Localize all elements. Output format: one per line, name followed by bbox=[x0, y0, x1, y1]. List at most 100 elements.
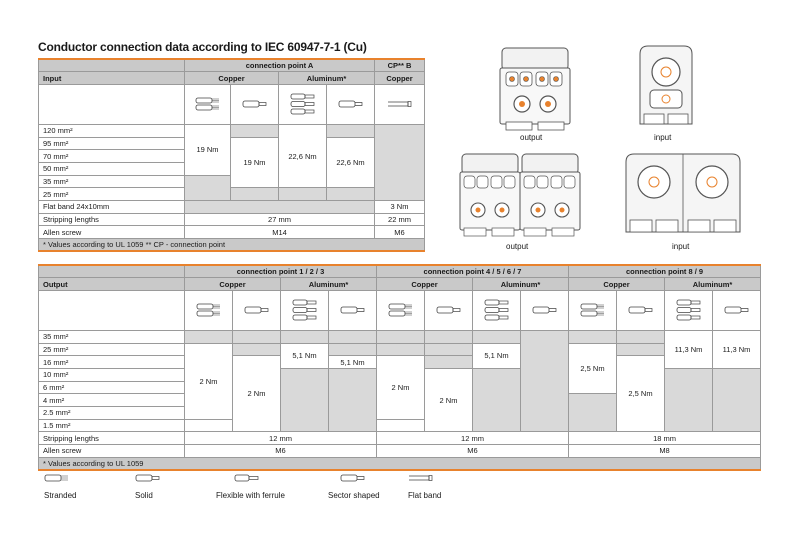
output-label: output bbox=[520, 133, 543, 142]
aluminum-header: Aluminum* bbox=[279, 277, 378, 291]
stranded-conductor-icon bbox=[580, 291, 606, 329]
copper-header: Copper bbox=[184, 277, 281, 291]
row-label: 4 mm² bbox=[38, 393, 185, 407]
torque-al-ferrule: 22,6 Nm bbox=[278, 123, 327, 189]
torque-stranded: 19 Nm bbox=[184, 123, 231, 176]
input-connection-table: connection point A CP** B Input Copper A… bbox=[37, 58, 426, 253]
legend-ferrule: Flexible with ferrule bbox=[216, 474, 285, 500]
legend-label: Flat band bbox=[408, 491, 442, 500]
legend-stranded: Stranded bbox=[44, 474, 76, 500]
allen-a: M14 bbox=[183, 225, 376, 240]
ferrule-conductor-icon bbox=[676, 291, 702, 329]
torque-g1-al-ferrule: 5,1 Nm bbox=[280, 342, 329, 369]
torque-g2-stranded: 2 Nm bbox=[376, 355, 426, 420]
page-title: Conductor connection data according to I… bbox=[38, 40, 367, 54]
footnote: * Values according to UL 1059 bbox=[37, 456, 762, 471]
row-label: 6 mm² bbox=[38, 380, 185, 395]
row-label: 120 mm² bbox=[38, 123, 185, 138]
legend-flat-band: Flat band bbox=[408, 474, 441, 500]
row-label: 1.5 mm² bbox=[38, 418, 185, 433]
stranded-conductor-icon bbox=[195, 85, 221, 123]
connection-point-a-header: connection point A bbox=[183, 58, 376, 73]
torque-g1-solid: 2 Nm bbox=[232, 355, 281, 433]
aluminum-header: Aluminum* bbox=[277, 71, 376, 85]
row-label: 35 mm² bbox=[38, 329, 185, 344]
torque-solid: 19 Nm bbox=[230, 136, 279, 189]
row-label: 95 mm² bbox=[38, 136, 185, 151]
solid-conductor-icon bbox=[242, 85, 268, 123]
row-label: 16 mm² bbox=[38, 355, 185, 369]
stranded-conductor-icon bbox=[44, 474, 68, 482]
aluminum-header: Aluminum* bbox=[472, 277, 570, 291]
footnote: * Values according to UL 1059 ** CP - co… bbox=[37, 238, 426, 253]
stripping-label: Stripping lengths bbox=[38, 431, 185, 446]
row-label: 25 mm² bbox=[38, 342, 185, 357]
allen-label: Allen screw bbox=[38, 225, 185, 240]
sector-conductor-icon bbox=[532, 291, 558, 329]
stranded-conductor-icon bbox=[388, 291, 414, 329]
row-label: 70 mm² bbox=[38, 149, 185, 163]
copper-header: Copper bbox=[184, 71, 279, 85]
connection-point-b-header: CP** B bbox=[374, 58, 426, 73]
legend-label: Sector shaped bbox=[328, 491, 380, 500]
stripping-b: 22 mm bbox=[374, 212, 426, 227]
output-connection-table: connection point 1 / 2 / 3 connection po… bbox=[37, 264, 762, 471]
stripping-g2: 12 mm bbox=[376, 431, 570, 446]
output-header: Output bbox=[38, 277, 185, 291]
legend-solid: Solid bbox=[135, 474, 161, 500]
torque-g3-al-ferrule: 11,3 Nm bbox=[664, 329, 714, 369]
torque-g2-al-ferrule: 5,1 Nm bbox=[472, 342, 522, 369]
device-output-single-image bbox=[499, 47, 571, 131]
allen-label: Allen screw bbox=[38, 444, 185, 458]
torque-g1-stranded: 2 Nm bbox=[184, 342, 233, 420]
ferrule-conductor-icon bbox=[234, 474, 259, 482]
stripping-a: 27 mm bbox=[183, 212, 376, 227]
allen-g3: M8 bbox=[568, 444, 762, 458]
stranded-conductor-icon bbox=[196, 291, 222, 329]
input-label: input bbox=[654, 133, 672, 142]
copper-header: Copper bbox=[376, 277, 474, 291]
device-output-double-image bbox=[459, 153, 581, 237]
input-label: input bbox=[672, 242, 690, 251]
aluminum-header: Aluminum* bbox=[664, 277, 762, 291]
group-1-header: connection point 1 / 2 / 3 bbox=[183, 264, 378, 279]
row-label: 25 mm² bbox=[38, 187, 185, 201]
row-label: 35 mm² bbox=[38, 174, 185, 189]
sector-conductor-icon bbox=[724, 291, 750, 329]
legend-label: Flexible with ferrule bbox=[216, 491, 285, 500]
ferrule-conductor-icon bbox=[484, 291, 510, 329]
group-3-header: connection point 8 / 9 bbox=[568, 264, 762, 279]
legend-label: Solid bbox=[135, 491, 153, 500]
sector-conductor-icon bbox=[340, 291, 366, 329]
torque-flatband: 3 Nm bbox=[374, 200, 426, 214]
torque-g3-stranded: 2,5 Nm bbox=[568, 342, 618, 395]
legend-label: Stranded bbox=[44, 491, 77, 500]
solid-conductor-icon bbox=[436, 291, 462, 329]
row-label: 10 mm² bbox=[38, 367, 185, 382]
solid-conductor-icon bbox=[628, 291, 654, 329]
device-input-double-image bbox=[625, 153, 741, 233]
solid-conductor-icon bbox=[135, 474, 160, 482]
allen-g2: M6 bbox=[376, 444, 570, 458]
legend-sector: Sector shaped bbox=[328, 474, 380, 500]
stripping-g3: 18 mm bbox=[568, 431, 762, 446]
device-input-single-image bbox=[639, 45, 693, 125]
torque-al-sector: 22,6 Nm bbox=[325, 136, 376, 189]
flat-band-icon bbox=[409, 475, 433, 481]
flat-band-icon bbox=[387, 85, 413, 123]
ferrule-conductor-icon bbox=[292, 291, 318, 329]
row-label: 50 mm² bbox=[38, 161, 185, 176]
torque-g3-al-sector: 11,3 Nm bbox=[712, 329, 762, 369]
input-header: Input bbox=[38, 71, 185, 85]
allen-b: M6 bbox=[374, 225, 426, 240]
group-2-header: connection point 4 / 5 / 6 / 7 bbox=[376, 264, 570, 279]
copper-b-header: Copper bbox=[374, 71, 426, 85]
output-label: output bbox=[506, 242, 529, 251]
torque-g1-al-sector: 5,1 Nm bbox=[327, 355, 378, 369]
solid-conductor-icon bbox=[244, 291, 270, 329]
row-label: 2.5 mm² bbox=[38, 406, 185, 420]
sector-conductor-icon bbox=[340, 474, 365, 482]
stripping-label: Stripping lengths bbox=[38, 212, 185, 227]
sector-conductor-icon bbox=[338, 85, 364, 123]
allen-g1: M6 bbox=[183, 444, 378, 458]
